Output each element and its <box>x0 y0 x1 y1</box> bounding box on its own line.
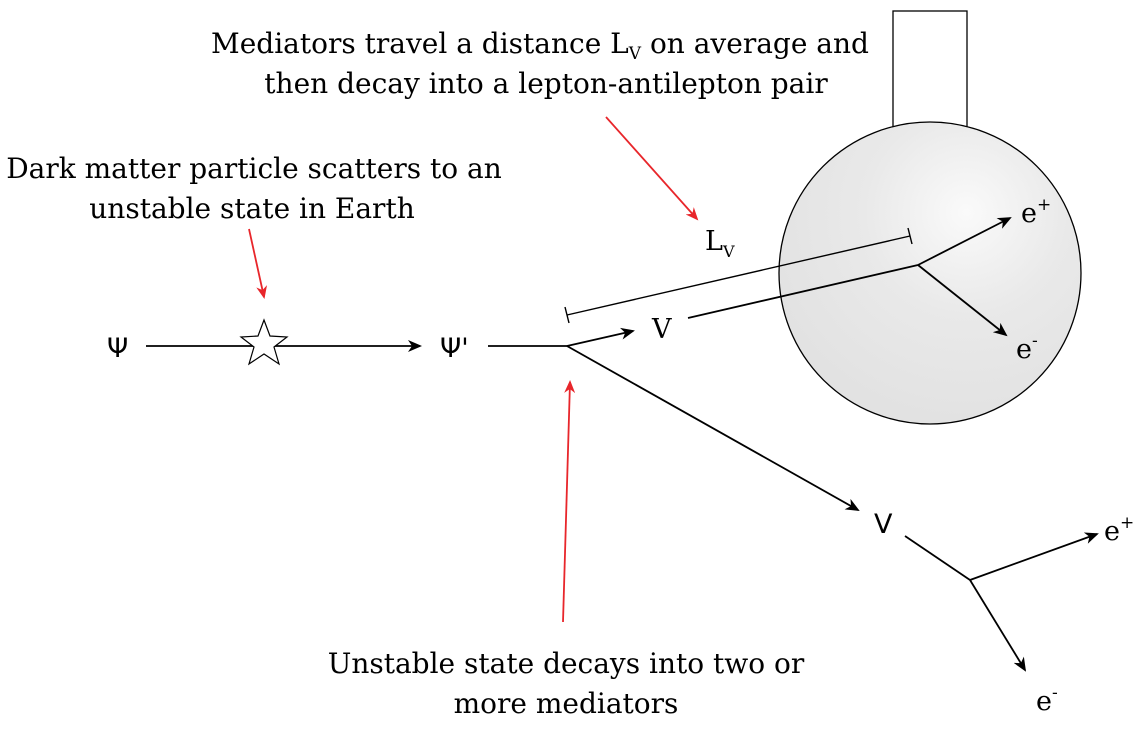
lower-mediator-arrow <box>566 345 860 511</box>
mediators-caption-part2: on average and <box>641 27 869 60</box>
mediators-annotation-arrow <box>605 116 699 221</box>
mediators-caption-part1: Mediators travel a distance L <box>211 27 629 60</box>
dark-matter-caption-line1: Dark matter particle scatters to an <box>6 152 502 185</box>
upper-positron-charge: + <box>1037 195 1051 215</box>
distance-bracket-line <box>566 235 911 316</box>
upper-positron-arrow <box>917 217 1012 266</box>
upper-positron-symbol: e <box>1021 198 1037 229</box>
upper-electron-arrow <box>917 264 1008 337</box>
lower-positron-charge: + <box>1120 513 1134 533</box>
lower-positron-symbol: e <box>1104 516 1120 547</box>
distance-label-sub: V <box>722 242 735 261</box>
lower-electron-arrow <box>969 579 1027 672</box>
lower-electron-label: e- <box>1036 683 1058 717</box>
upper-electron-charge: - <box>1032 331 1038 351</box>
unstable-caption-line1: Unstable state decays into two or <box>328 647 805 680</box>
lower-positron-label: e+ <box>1104 513 1134 547</box>
distance-label: LV <box>705 226 735 261</box>
upper-mediator-path <box>687 264 919 319</box>
lower-electron-charge: - <box>1052 683 1058 703</box>
upper-mediator-label: V <box>651 314 672 345</box>
unstable-annotation-arrow <box>562 380 576 623</box>
mediators-caption-line2: then decay into a lepton-antilepton pair <box>264 67 828 100</box>
distance-bracket-end-tick <box>907 227 913 245</box>
psi-label: Ψ <box>107 333 128 364</box>
upper-mediator-arrow <box>566 327 635 347</box>
mediators-caption-line1: Mediators travel a distance LV on averag… <box>211 27 869 64</box>
scatter-star-icon <box>239 318 289 366</box>
distance-bracket-start-tick <box>564 306 570 324</box>
upper-electron-symbol: e <box>1016 334 1032 365</box>
mediators-caption-sub: V <box>628 44 642 64</box>
lower-electron-symbol: e <box>1036 686 1052 717</box>
psi-prime-label: Ψ' <box>440 333 469 364</box>
upper-electron-label: e- <box>1016 331 1038 365</box>
lower-positron-arrow <box>969 532 1099 581</box>
unstable-caption-line2: more mediators <box>454 687 679 720</box>
dark-matter-annotation-arrow <box>248 228 268 299</box>
detector-neck <box>892 10 968 130</box>
lower-mediator-label: V <box>874 509 893 540</box>
lower-mediator-path <box>904 535 971 581</box>
distance-label-symbol: L <box>705 226 723 257</box>
upper-positron-label: e+ <box>1021 195 1051 229</box>
dark-matter-caption-line2: unstable state in Earth <box>89 192 414 225</box>
detector-sphere <box>778 121 1082 425</box>
